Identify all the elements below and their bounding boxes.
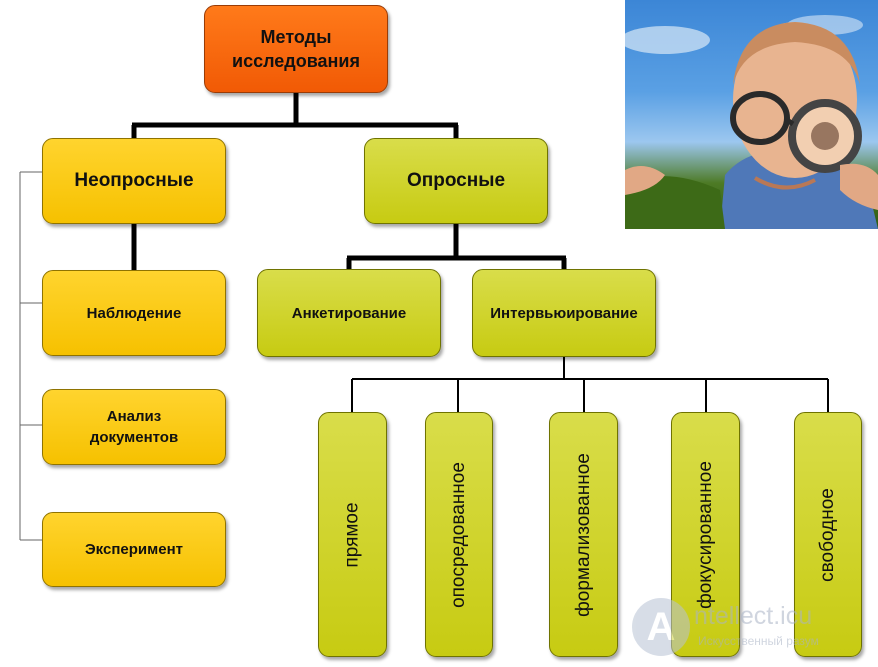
watermark-subtitle: Искусственный разум: [698, 634, 819, 648]
experiment-node: Эксперимент: [42, 512, 226, 587]
questionnaire-label: Анкетирование: [291, 304, 407, 322]
watermark-logo: A: [632, 598, 690, 656]
interview-type-direct: прямое: [318, 412, 387, 657]
root-label: Методы исследования: [232, 27, 360, 71]
interview-label: Интервьюирование: [490, 304, 638, 322]
document-analysis-label: Анализ документов: [89, 408, 179, 446]
interview-type-label: прямое: [341, 501, 363, 568]
man-with-magnifying-glass-photo: [625, 0, 878, 229]
non-survey-label: Неопросные: [74, 170, 194, 191]
watermark: A ntellect.icu Искусственный разум: [632, 596, 872, 660]
interview-node: Интервьюирование: [472, 269, 656, 357]
root-node: Методы исследования: [204, 5, 388, 93]
interview-type-label: фокусированное: [694, 460, 716, 609]
survey-node: Опросные: [364, 138, 548, 224]
questionnaire-node: Анкетирование: [257, 269, 441, 357]
photo-illustration: [625, 15, 878, 229]
interview-type-mediated: опосредованное: [425, 412, 493, 657]
interview-type-free: свободное: [794, 412, 862, 657]
interview-type-label: свободное: [817, 487, 839, 582]
interview-type-formalized: формализованное: [549, 412, 618, 657]
survey-label: Опросные: [406, 170, 506, 191]
observation-node: Наблюдение: [42, 270, 226, 356]
interview-type-label: формализованное: [572, 452, 594, 617]
non-survey-node: Неопросные: [42, 138, 226, 224]
experiment-label: Эксперимент: [85, 541, 183, 558]
document-analysis-node: Анализ документов: [42, 389, 226, 465]
observation-label: Наблюдение: [86, 304, 182, 322]
interview-type-label: опосредованное: [448, 461, 470, 608]
watermark-title: ntellect.icu: [694, 602, 813, 630]
